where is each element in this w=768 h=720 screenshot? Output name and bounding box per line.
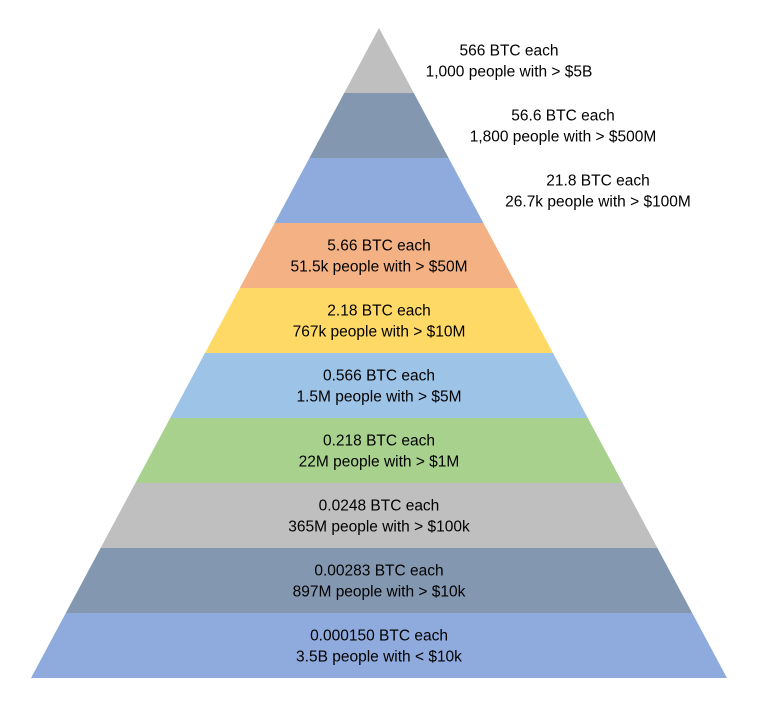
tier-people-label: 51.5k people with > $50M: [290, 259, 467, 276]
tier-people-label: 1,000 people with > $5B: [426, 64, 593, 81]
tier-band: [274, 158, 484, 223]
tier-band: [65, 548, 693, 613]
tier-btc-label: 0.218 BTC each: [323, 433, 435, 450]
pyramid-tier-3: 21.8 BTC each 26.7k people with > $100M: [274, 158, 691, 223]
tier-people-label: 897M people with > $10k: [293, 584, 466, 601]
tier-people-label: 3.5B people with < $10k: [296, 649, 462, 666]
tier-btc-label: 5.66 BTC each: [327, 238, 430, 255]
tier-people-label: 26.7k people with > $100M: [505, 194, 691, 211]
pyramid-tier-9: 0.00283 BTC each 897M people with > $10k: [65, 548, 693, 613]
tier-band: [31, 613, 727, 678]
pyramid-tier-4: 5.66 BTC each 51.5k people with > $50M: [239, 223, 519, 288]
tier-people-label: 22M people with > $1M: [299, 454, 460, 471]
tier-btc-label: 0.566 BTC each: [323, 368, 435, 385]
tier-band: [344, 28, 414, 93]
tier-btc-label: 566 BTC each: [459, 43, 558, 60]
pyramid-tier-8: 0.0248 BTC each 365M people with > $100k: [100, 483, 658, 548]
pyramid-tier-10: 0.000150 BTC each 3.5B people with < $10k: [31, 613, 727, 678]
tier-people-label: 1.5M people with > $5M: [297, 389, 462, 406]
tier-btc-label: 21.8 BTC each: [546, 173, 649, 190]
tier-band: [100, 483, 658, 548]
tier-btc-label: 0.00283 BTC each: [314, 563, 443, 580]
pyramid-tier-7: 0.218 BTC each 22M people with > $1M: [135, 418, 623, 483]
pyramid-tier-6: 0.566 BTC each 1.5M people with > $5M: [170, 353, 588, 418]
tier-band: [309, 93, 449, 158]
pyramid-tier-5: 2.18 BTC each 767k people with > $10M: [205, 288, 553, 353]
tier-people-label: 1,800 people with > $500M: [470, 129, 657, 146]
tier-people-label: 365M people with > $100k: [288, 519, 470, 536]
pyramid-tier-2: 56.6 BTC each 1,800 people with > $500M: [309, 93, 656, 158]
tier-people-label: 767k people with > $10M: [293, 324, 466, 341]
tier-btc-label: 0.0248 BTC each: [319, 498, 440, 515]
pyramid-tier-1: 566 BTC each 1,000 people with > $5B: [344, 28, 592, 93]
tier-btc-label: 0.000150 BTC each: [310, 628, 448, 645]
tier-band: [170, 353, 588, 418]
tier-band: [205, 288, 553, 353]
tier-btc-label: 2.18 BTC each: [327, 303, 430, 320]
tier-btc-label: 56.6 BTC each: [511, 108, 614, 125]
tier-band: [135, 418, 623, 483]
tier-band: [239, 223, 519, 288]
